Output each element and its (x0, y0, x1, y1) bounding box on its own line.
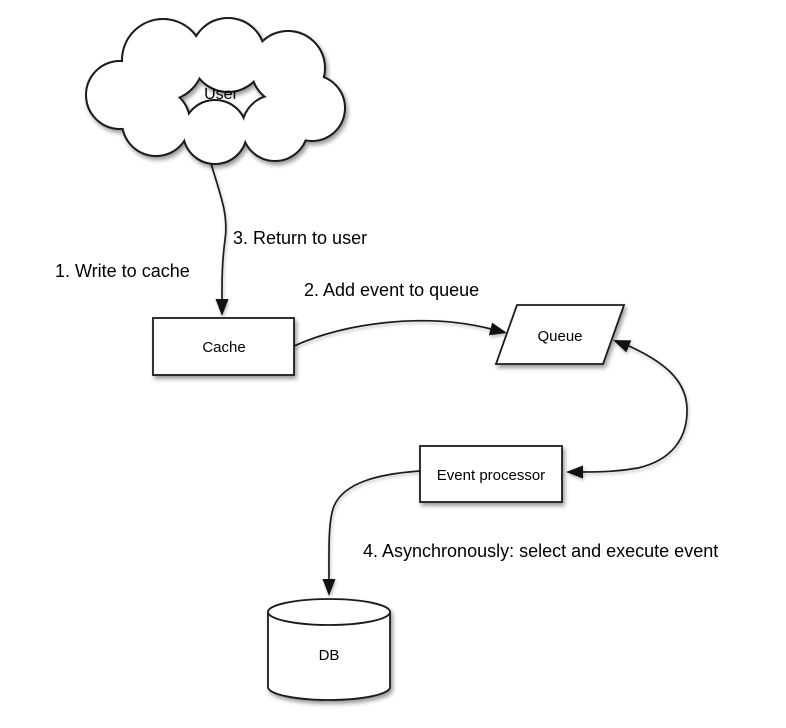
db-cylinder-shape (267, 598, 391, 701)
edge-queue-event-processor (566, 340, 688, 479)
db-cylinder-body (267, 611, 391, 701)
diagram-labels: User Cache Queue Event processor DB 1. W… (55, 86, 718, 664)
edge-user-to-cache-arrowhead (215, 299, 229, 316)
step1-write-to-cache-label: 1. Write to cache (55, 261, 190, 281)
cloud-fill (123, 20, 203, 100)
cache-node-shape (152, 317, 295, 376)
edge-queue-event-processor-line (582, 345, 688, 473)
cloud-fill (184, 101, 246, 163)
diagram-edges (209, 159, 688, 596)
edge-event-processor-to-db (322, 470, 421, 596)
edge-event-processor-to-db-line (328, 470, 421, 580)
edge-cache-to-queue-arrowhead (488, 322, 507, 336)
edge-user-to-cache (209, 159, 229, 316)
cloud-fill (123, 89, 189, 155)
user-cloud-shape (85, 17, 346, 165)
event-processor-node-label: Event processor (437, 467, 545, 484)
cloud-fill (192, 19, 264, 91)
edge-cache-to-queue-line (293, 319, 492, 347)
diagram-shapes (85, 17, 626, 701)
edge-user-to-cache-line (209, 159, 227, 300)
edge-cache-to-queue (293, 319, 507, 347)
edge-event-processor-to-db-arrowhead (322, 579, 336, 596)
db-cylinder-top (267, 598, 391, 626)
cache-node-label: Cache (202, 339, 245, 356)
db-node-label: DB (319, 647, 340, 664)
user-node-label: User (204, 86, 238, 103)
step2-add-event-to-queue-label: 2. Add event to queue (304, 280, 479, 300)
step3-return-to-user-label: 3. Return to user (233, 228, 367, 248)
edge-into-queue-arrowhead (613, 340, 632, 353)
edge-into-event-processor-arrowhead (566, 465, 583, 479)
event-processor-node-shape (419, 445, 563, 503)
queue-node-shape (494, 304, 626, 365)
step4-asynchronously-label: 4. Asynchronously: select and execute ev… (363, 541, 718, 561)
cloud-fill (243, 96, 307, 160)
queue-node-label: Queue (537, 328, 582, 345)
